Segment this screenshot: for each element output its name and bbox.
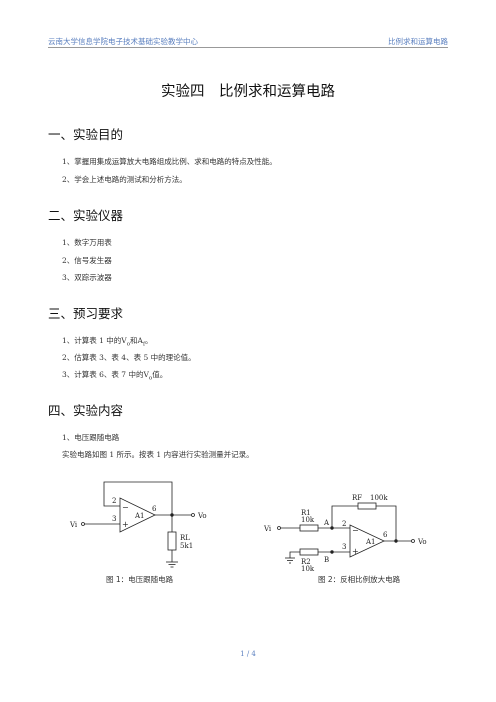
- prep-1-text: 1、计算表 1 中的V: [62, 336, 127, 345]
- circuit-2-inverting-amp: [277, 502, 415, 564]
- figure-1-caption: 图 1：电压跟随电路: [106, 575, 174, 584]
- section-3-item-2: 2、估算表 3、表 4、表 5 中的理论值。: [62, 353, 196, 362]
- c2-rf-label: RF: [352, 494, 362, 502]
- rf-left-wire: [331, 505, 358, 528]
- r1-resistor: [299, 524, 319, 532]
- prep-1-sub-o: o: [126, 341, 131, 348]
- c2-minus-sign: −: [352, 526, 359, 535]
- c2-r1-label: R1: [301, 509, 311, 517]
- c1-pin-minus: 2: [112, 497, 116, 505]
- page-title: 实验四 比例求和运算电路: [161, 84, 335, 100]
- section-2-item-2: 2、信号发生器: [62, 256, 112, 265]
- figure-2-caption: 图 2：反相比例放大电路: [318, 575, 401, 584]
- section-heading-3: 三、预习要求: [48, 306, 124, 321]
- output-terminal-2: [411, 539, 415, 543]
- c2-pin-minus: 2: [342, 520, 346, 528]
- section-heading-4: 四、实验内容: [48, 403, 124, 418]
- c1-rl-label: RL: [180, 534, 190, 542]
- header-rule: [48, 47, 448, 48]
- c1-input-label: Vi: [69, 521, 78, 529]
- c1-pin-out: 6: [152, 505, 157, 513]
- c2-r1-value: 10k: [301, 516, 315, 524]
- section-3-item-3: 3、计算表 6、表 7 中的Vo值。: [62, 369, 167, 382]
- opamp-2-triangle: [349, 524, 385, 558]
- c1-pin-plus: 3: [112, 515, 116, 523]
- section-1-item-2: 2、学会上述电路的测试和分析方法。: [62, 175, 187, 184]
- r2-resistor: [299, 548, 319, 556]
- output-node-2: [394, 539, 398, 543]
- page-header: 云南大学信息学院电子技术基础实验教学中心 比例求和运算电路: [48, 36, 448, 48]
- c1-amp-label: A1: [134, 512, 145, 520]
- page-number: 1 / 4: [240, 650, 256, 658]
- c2-amp-label: A1: [365, 538, 376, 546]
- rl-resistor: [167, 531, 177, 551]
- r2-ground-wire: [289, 551, 300, 558]
- c2-pin-plus: 3: [342, 543, 346, 551]
- section-2-item-3: 3、双踪示波器: [62, 273, 112, 282]
- section-3-item-1: 1、计算表 1 中的Vo和Af。: [62, 335, 153, 348]
- c1-minus-sign: −: [122, 503, 129, 512]
- node-b: [330, 550, 334, 554]
- prep-1-sub-f: f: [142, 341, 146, 348]
- c2-plus-sign: +: [352, 547, 359, 556]
- circuit-2-labels: RF 100k R1 10k R2 10k A B 2 3 6 A1 − + V…: [263, 494, 427, 573]
- c1-plus-sign: +: [122, 520, 129, 529]
- prep-1-mid: 和A: [130, 336, 143, 345]
- output-terminal-1: [191, 513, 195, 517]
- header-left: 云南大学信息学院电子技术基础实验教学中心: [48, 37, 198, 46]
- section-4-item-2: 实验电路如图 1 所示。按表 1 内容进行实验测量并记录。: [62, 450, 254, 459]
- c2-node-a-label: A: [323, 519, 330, 527]
- prep-1-end: 。: [145, 336, 153, 345]
- section-1-item-1: 1、掌握用集成运算放大电路组成比例、求和电路的特点及性能。: [62, 157, 277, 166]
- feedback-wire-1: [103, 481, 173, 515]
- opamp-1-triangle: [119, 497, 156, 533]
- rf-right-wire: [376, 505, 397, 541]
- c2-output-label: Vo: [417, 538, 427, 546]
- c1-rl-value: 5k1: [180, 542, 193, 550]
- circuit-1-labels: 2 3 6 A1 − + Vi Vo RL 5k1: [69, 497, 207, 550]
- c1-output-label: Vo: [197, 512, 207, 520]
- section-heading-2: 二、实验仪器: [48, 208, 124, 223]
- c2-input-label: Vi: [263, 525, 272, 533]
- section-heading-1: 一、实验目的: [48, 127, 124, 142]
- prep-3-sub-o: o: [148, 375, 153, 382]
- c2-r2-value: 10k: [301, 565, 315, 573]
- c2-r2-label: R2: [301, 558, 311, 566]
- section-2-item-1: 1、数字万用表: [62, 238, 112, 247]
- input-terminal-2: [277, 526, 281, 530]
- prep-3-text: 3、计算表 6、表 7 中的V: [62, 370, 149, 379]
- c2-rf-value: 100k: [370, 494, 388, 502]
- c2-node-b-label: B: [324, 556, 329, 564]
- header-right: 比例求和运算电路: [388, 37, 448, 46]
- c2-pin-out: 6: [383, 531, 388, 539]
- prep-3-end: 值。: [152, 370, 168, 379]
- section-4-item-1: 1、电压跟随电路: [62, 433, 120, 442]
- rf-resistor: [357, 502, 377, 510]
- circuit-diagrams: 2 3 6 A1 − + Vi Vo RL 5k1 R: [69, 481, 427, 573]
- input-terminal-1: [81, 522, 85, 526]
- circuit-1-voltage-follower: [81, 481, 195, 568]
